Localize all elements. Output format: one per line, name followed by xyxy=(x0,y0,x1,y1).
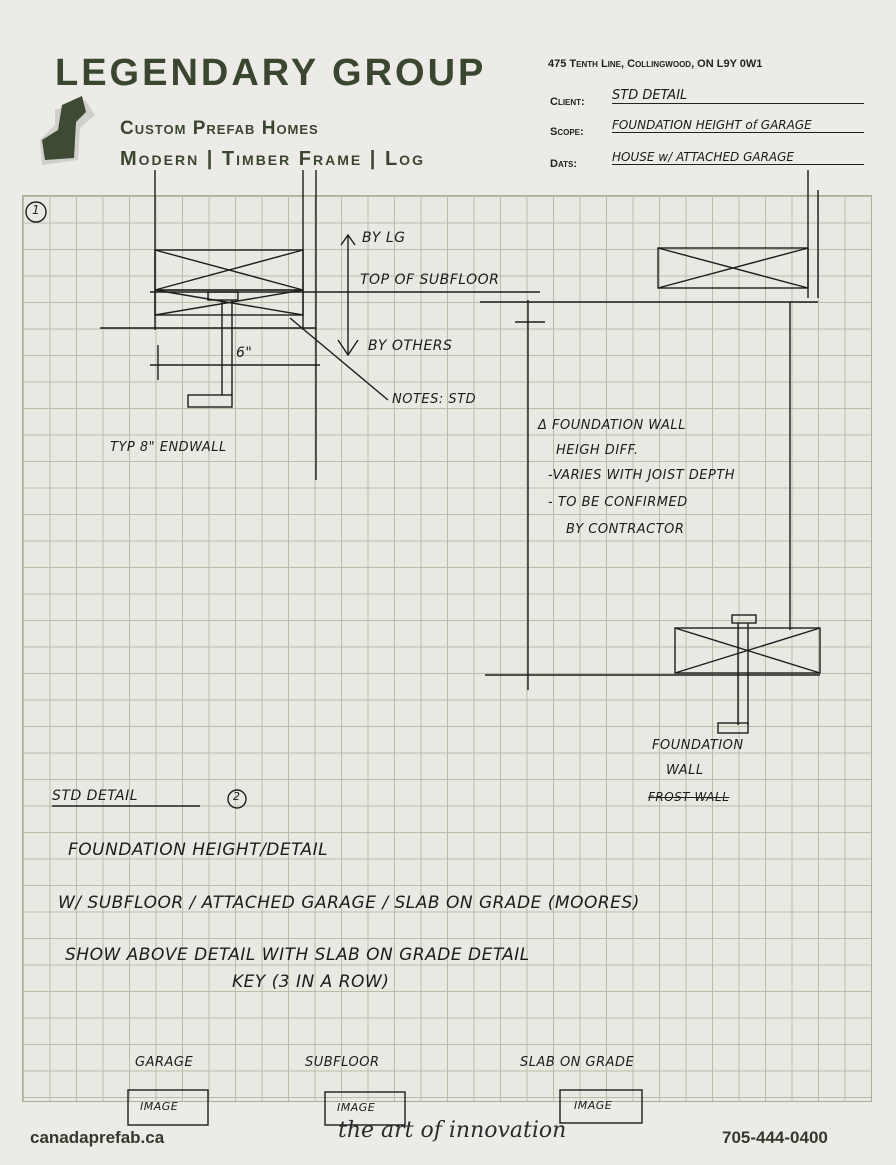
logo-icon xyxy=(40,96,95,165)
detail-2-circle xyxy=(227,789,247,809)
frost-wall-label: FROST WALL xyxy=(648,790,730,804)
dats-label: Dats: xyxy=(550,158,578,170)
foundation-wall-label-2: WALL xyxy=(666,763,704,778)
image-label-slab: SLAB ON GRADE xyxy=(520,1055,635,1070)
notes-line-1: FOUNDATION HEIGHT/DETAIL xyxy=(68,840,329,860)
image-label-subfloor: SUBFLOOR xyxy=(305,1055,380,1070)
notes-line-3: SHOW ABOVE DETAIL WITH SLAB ON GRADE DET… xyxy=(65,945,530,965)
foundation-wall-label-1: FOUNDATION xyxy=(652,738,744,753)
company-name: LEGENDARY GROUP xyxy=(55,52,487,94)
detail-1-circle xyxy=(25,201,47,223)
foundation-note-5: BY CONTRACTOR xyxy=(566,522,685,537)
tagline-2: Modern | Timber Frame | Log xyxy=(120,148,425,170)
endwall-label: TYP 8" ENDWALL xyxy=(110,440,227,455)
dimension-label: 6" xyxy=(236,345,253,361)
foundation-note-1: Δ FOUNDATION WALL xyxy=(538,418,686,433)
notes-line-2: W/ SUBFLOOR / ATTACHED GARAGE / SLAB ON … xyxy=(58,893,640,913)
by-others-label: BY OTHERS xyxy=(368,338,453,354)
client-label: Client: xyxy=(550,96,585,108)
top-of-subfloor-label: TOP OF SUBFLOOR xyxy=(360,272,500,288)
notes-label: NOTES: STD xyxy=(392,392,477,407)
detail-number-1: 1 xyxy=(32,203,41,217)
scope-label: Scope: xyxy=(550,126,584,138)
foundation-note-2: HEIGH DIFF. xyxy=(556,443,639,458)
company-address: 475 Tenth Line, Collingwood, ON L9Y 0W1 xyxy=(548,58,763,70)
image-placeholder-garage: IMAGE xyxy=(140,1100,179,1113)
notes-line-4: KEY (3 IN A ROW) xyxy=(232,972,390,992)
foundation-note-4: - TO BE CONFIRMED xyxy=(548,495,688,510)
tagline-1: Custom Prefab Homes xyxy=(120,118,319,139)
image-label-garage: GARAGE xyxy=(135,1055,194,1070)
foundation-note-3: -VARIES WITH JOIST DEPTH xyxy=(548,468,736,483)
std-detail-heading: STD DETAIL xyxy=(52,788,139,804)
dats-field[interactable]: HOUSE w/ ATTACHED GARAGE xyxy=(612,150,864,165)
website-link[interactable]: canadaprefab.ca xyxy=(30,1128,165,1147)
scope-field[interactable]: FOUNDATION HEIGHT of GARAGE xyxy=(612,118,864,133)
client-field[interactable]: STD DETAIL xyxy=(612,88,864,104)
slogan: the art of innovation xyxy=(338,1118,567,1143)
by-lg-label: BY LG xyxy=(362,230,406,246)
detail-number-2: 2 xyxy=(233,790,241,803)
image-placeholder-slab: IMAGE xyxy=(574,1099,613,1112)
phone-number: 705-444-0400 xyxy=(722,1128,828,1147)
image-placeholder-subfloor: IMAGE xyxy=(337,1101,376,1114)
